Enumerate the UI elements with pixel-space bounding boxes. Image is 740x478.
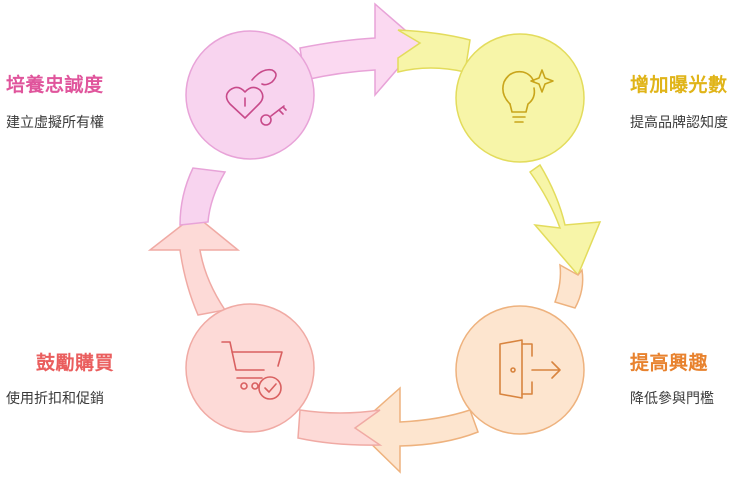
step-loyalty: 培養忠誠度 [6, 70, 104, 97]
step-desc-wrap-loyalty: 建立虛擬所有權 [6, 112, 104, 132]
arrow-bottom [297, 386, 479, 474]
step-circle-interest [455, 305, 585, 435]
step-interest: 提高興趣 [630, 348, 708, 375]
step-circle-loyalty [185, 30, 315, 160]
step-desc-wrap-interest: 降低參與門檻 [630, 388, 714, 408]
step-title-loyalty: 培養忠誠度 [6, 74, 104, 96]
step-desc-loyalty: 建立虛擬所有權 [6, 115, 104, 131]
step-title-exposure: 增加曝光數 [630, 74, 728, 96]
step-circle-exposure [455, 33, 585, 163]
lightbulb-sparkle-icon [502, 69, 554, 123]
arrow-left [147, 167, 241, 316]
step-desc-interest: 降低參與門檻 [630, 391, 714, 407]
arrow-right [528, 163, 602, 309]
step-desc-exposure: 提高品牌認知度 [630, 115, 728, 131]
step-circle-purchase [185, 303, 315, 433]
step-desc-wrap-purchase: 使用折扣和促銷 [6, 388, 104, 408]
cart-check-icon [221, 341, 283, 400]
step-title-purchase: 鼓勵購買 [36, 352, 115, 374]
step-title-interest: 提高興趣 [630, 352, 709, 374]
step-desc-wrap-exposure: 提高品牌認知度 [630, 112, 728, 132]
door-exit-icon [499, 339, 561, 399]
heart-key-icon [225, 68, 287, 126]
step-exposure: 增加曝光數 [630, 70, 728, 97]
step-purchase: 鼓勵購買 [36, 348, 114, 375]
step-desc-purchase: 使用折扣和促銷 [6, 391, 104, 407]
arrow-top [299, 2, 471, 98]
